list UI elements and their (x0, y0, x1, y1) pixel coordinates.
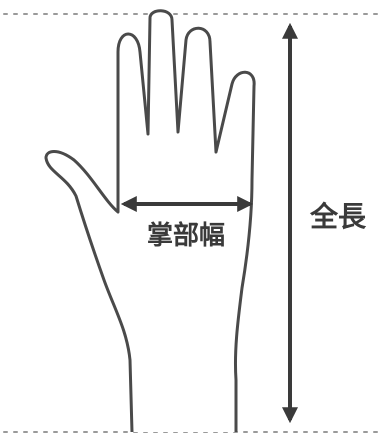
palm-width-label: 掌部幅 (147, 221, 225, 251)
total-length-label: 全長 (309, 200, 367, 233)
